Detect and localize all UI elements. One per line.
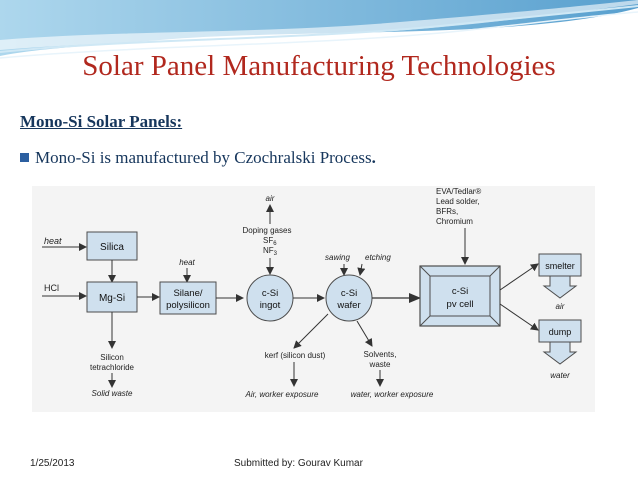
eva-line3: BFRs, [436,207,458,216]
mgsi-box [86,281,138,313]
pv-cell-bevel-tr [489,265,501,277]
silane-label-line1: Silane/ [173,288,202,299]
etching-to-wafer-arrow [357,263,366,276]
solid-waste-label: Solid waste [92,389,133,398]
nf-subscript: 3 [274,251,278,257]
air-worker-exposure-label: Air, worker exposure [245,390,319,399]
mgsi-label: Mg-Si [99,293,125,304]
input-heat-label: heat [44,236,62,246]
wafer-label-line2: wafer [336,300,360,311]
air-out-label: air [556,302,565,311]
water-out-label: water [550,371,570,380]
eva-line2: Lead solder, [436,197,480,206]
solvents-line1: Solvents, [364,350,397,359]
smelter-label: smelter [545,261,575,271]
silane-label-line2: polysilicon [166,300,210,311]
sf-text: SF [263,236,273,245]
input-hcl-label: HCl [44,283,59,293]
sf-subscript: 6 [273,241,277,247]
process-flow-diagram: heat HCl Silica Mg-Si Silicon tetrachlor… [32,186,595,412]
pv-cell-label-line2: pv cell [447,299,474,310]
eva-line1: EVA/Tedlar® [436,187,481,196]
footer-date: 1/25/2013 [30,458,75,469]
dump-down-arrow-icon [542,341,578,365]
sawing-label: sawing [325,253,350,262]
smelter-down-arrow-icon [542,275,578,299]
wafer-label-line1: c-Si [341,288,357,299]
pv-cell-bevel-br [489,315,501,327]
slide-title: Solar Panel Manufacturing Technologies [82,50,556,82]
pv-cell-label-line1: c-Si [452,286,468,297]
air-top-label: air [266,194,275,203]
doping-gases-line1: Doping gases [243,226,292,235]
etching-label: etching [365,253,391,262]
doping-gases-nf: NF3 [263,246,278,257]
header-swoosh-decoration [0,0,638,59]
process-flow-svg: heat HCl Silica Mg-Si Silicon tetrachlor… [42,187,582,399]
ingot-wafer-to-kerf-arrow [293,313,329,349]
pv-cell-bevel-bl [419,315,431,327]
eva-line4: Chromium [436,217,473,226]
ingot-label-line2: ingot [260,300,281,311]
silicon-tetrachloride-line2: tetrachloride [90,363,135,372]
doping-gases-sf: SF6 [263,236,277,247]
pv-cell-inner-box [429,275,491,317]
nf-text: NF [263,246,274,255]
solvents-line2: waste [369,360,391,369]
slide-subheading: Mono-Si Solar Panels: [20,112,183,131]
bullet-period: . [371,148,376,167]
kerf-label: kerf (silicon dust) [265,351,326,360]
dump-label: dump [549,327,572,337]
silica-label: Silica [100,242,124,253]
bullet-square-icon [20,153,29,162]
silicon-tetrachloride-line1: Silicon [100,353,124,362]
ingot-label-line1: c-Si [262,288,278,299]
bullet-text: Mono-Si is manufactured by Czochralski P… [35,148,372,167]
bullet-item: Mono-Si is manufactured by Czochralski P… [20,148,376,168]
silica-box [86,231,138,261]
cell-to-dump-arrow [499,303,539,331]
footer-submitted-by: Submitted by: Gourav Kumar [234,458,363,469]
pv-cell-bevel-tl [419,265,431,277]
cell-to-smelter-arrow [499,263,539,291]
silane-box [159,281,217,315]
heat-above-silane-label: heat [179,258,195,267]
wafer-to-solvents-arrow [356,320,373,347]
water-worker-exposure-label: water, worker exposure [351,390,434,399]
